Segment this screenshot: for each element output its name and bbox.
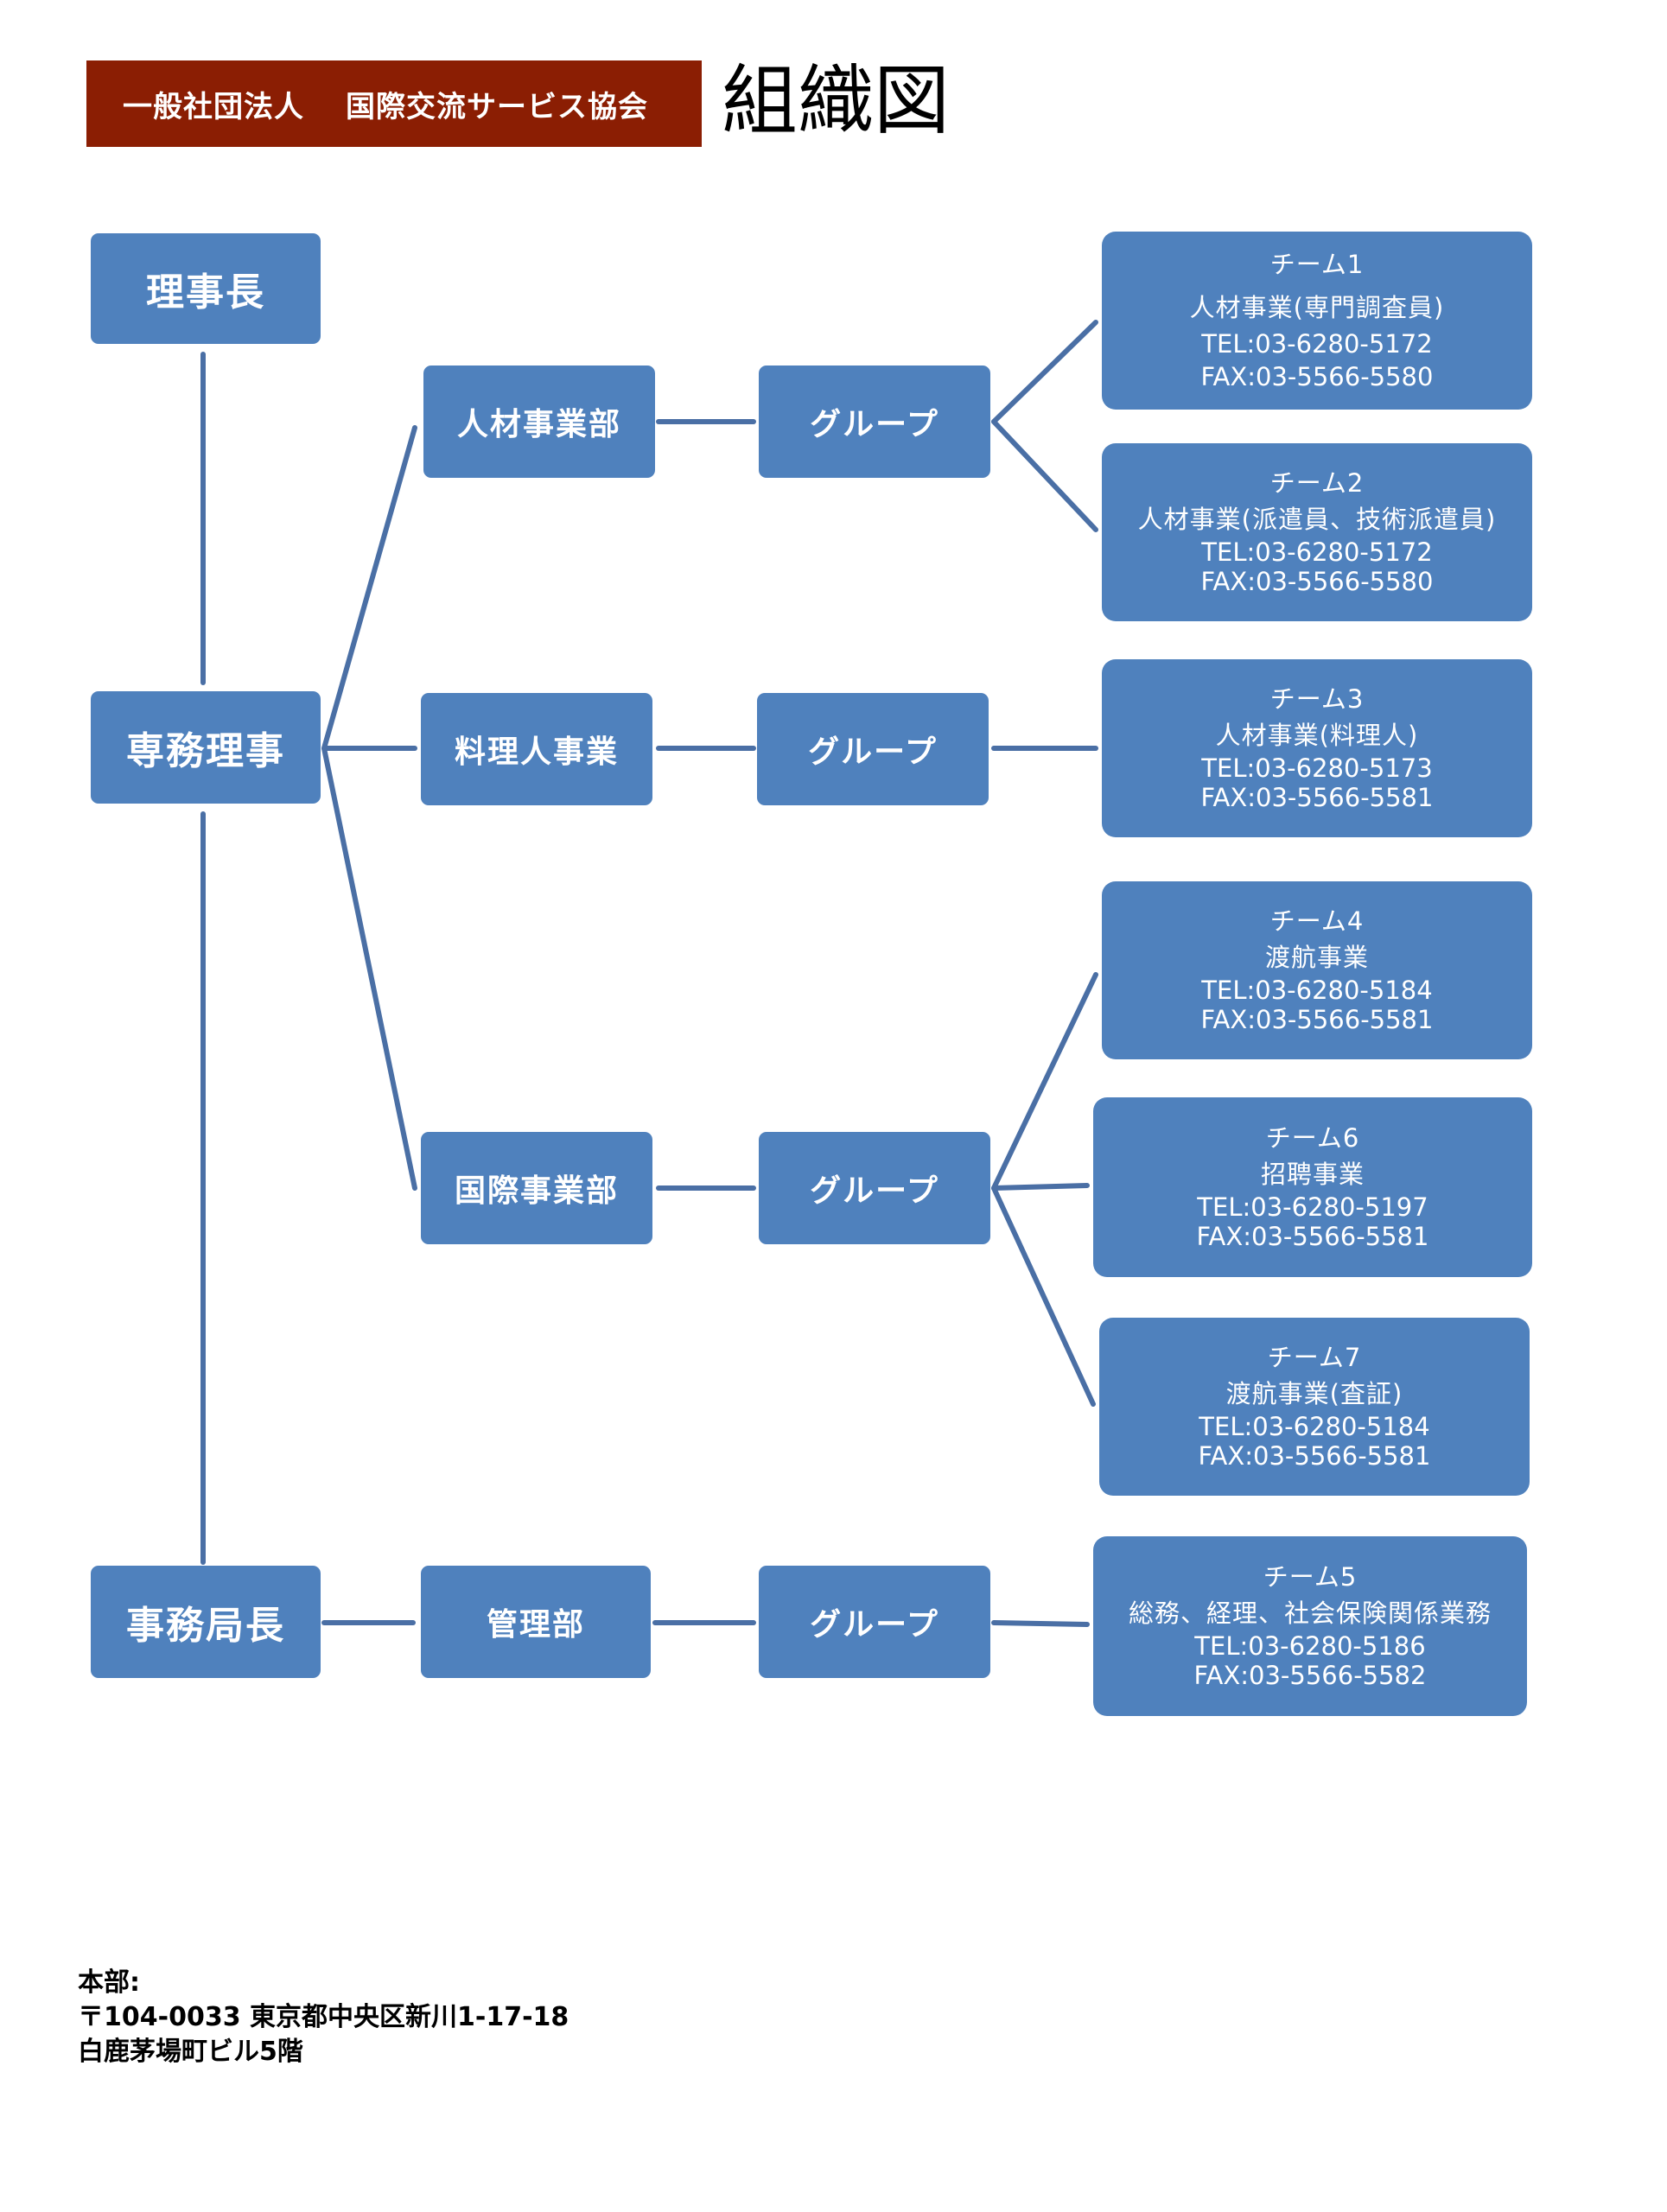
team3-fax: FAX:03-5566-5581 bbox=[1200, 783, 1434, 812]
chairman-label: 理事長 bbox=[146, 270, 265, 315]
group-cook-box: グループ bbox=[757, 693, 989, 805]
org-name: 国際交流サービス協会 bbox=[346, 89, 648, 124]
team1-dept: 人材事業(専門調査員) bbox=[1189, 293, 1445, 322]
hq-label: 本部: bbox=[78, 1967, 140, 1998]
team4-dept: 渡航事業 bbox=[1264, 943, 1369, 972]
hq-address-line1: 〒104-0033 東京都中央区新川1-17-18 bbox=[78, 2002, 569, 2032]
executive-director-box: 専務理事 bbox=[91, 691, 321, 804]
page-title: 組織図 bbox=[722, 56, 951, 145]
dept-hr-label: 人材事業部 bbox=[456, 407, 621, 442]
connector-group4-team5 bbox=[991, 1620, 1090, 1627]
connector-group3-team7 bbox=[991, 1185, 1096, 1407]
dept-intl-box: 国際事業部 bbox=[421, 1132, 652, 1244]
connector-group3-team6 bbox=[991, 1183, 1090, 1191]
team7-tel: TEL:03-6280-5184 bbox=[1199, 1412, 1430, 1441]
connector-executive-intl bbox=[321, 746, 417, 1191]
group-cook-label: グループ bbox=[808, 734, 938, 770]
team1-tel: TEL:03-6280-5172 bbox=[1201, 329, 1433, 359]
team7-fax: FAX:03-5566-5581 bbox=[1198, 1441, 1431, 1471]
group-admin-box: グループ bbox=[759, 1566, 990, 1678]
team4-box: チーム4 渡航事業 TEL:03-6280-5184 FAX:03-5566-5… bbox=[1102, 881, 1532, 1059]
team6-fax: FAX:03-5566-5581 bbox=[1196, 1222, 1429, 1251]
executive-director-label: 専務理事 bbox=[126, 729, 285, 773]
group-admin-label: グループ bbox=[810, 1607, 939, 1643]
team5-tel: TEL:03-6280-5186 bbox=[1194, 1631, 1426, 1661]
team1-name: チーム1 bbox=[1269, 250, 1365, 279]
dept-admin-box: 管理部 bbox=[421, 1566, 651, 1678]
dept-hr-box: 人材事業部 bbox=[423, 365, 655, 478]
team2-tel: TEL:03-6280-5172 bbox=[1201, 537, 1433, 567]
team1-box: チーム1 人材事業(専門調査員) TEL:03-6280-5172 FAX:03… bbox=[1102, 232, 1532, 410]
chairman-box: 理事長 bbox=[91, 233, 321, 344]
group-hr-box: グループ bbox=[759, 365, 990, 478]
team3-box: チーム3 人材事業(料理人) TEL:03-6280-5173 FAX:03-5… bbox=[1102, 659, 1532, 837]
team1-fax: FAX:03-5566-5580 bbox=[1200, 362, 1434, 391]
dept-intl-label: 国際事業部 bbox=[454, 1173, 619, 1209]
dept-cook-label: 料理人事業 bbox=[454, 734, 619, 770]
team3-dept: 人材事業(料理人) bbox=[1215, 721, 1419, 750]
team4-tel: TEL:03-6280-5184 bbox=[1201, 976, 1433, 1005]
dept-admin-label: 管理部 bbox=[486, 1607, 585, 1643]
secretary-general-label: 事務局長 bbox=[126, 1604, 285, 1648]
dept-cook-box: 料理人事業 bbox=[421, 693, 652, 805]
team3-name: チーム3 bbox=[1269, 684, 1365, 714]
team5-fax: FAX:03-5566-5582 bbox=[1193, 1661, 1427, 1690]
team4-fax: FAX:03-5566-5581 bbox=[1200, 1005, 1434, 1034]
group-intl-box: グループ bbox=[759, 1132, 990, 1244]
team3-tel: TEL:03-6280-5173 bbox=[1201, 753, 1433, 783]
hq-address: 本部: 〒104-0033 東京都中央区新川1-17-18 白鹿茅場町ビル5階 bbox=[78, 1966, 569, 2069]
hq-address-line2: 白鹿茅場町ビル5階 bbox=[78, 2037, 303, 2067]
connector-group1-team1 bbox=[991, 320, 1098, 424]
team2-box: チーム2 人材事業(派遣員、技術派遣員) TEL:03-6280-5172 FA… bbox=[1102, 443, 1532, 621]
team6-dept: 招聘事業 bbox=[1260, 1160, 1365, 1189]
org-type: 一般社団法人 bbox=[123, 89, 304, 124]
team5-name: チーム5 bbox=[1263, 1562, 1358, 1592]
team7-box: チーム7 渡航事業(査証) TEL:03-6280-5184 FAX:03-55… bbox=[1099, 1318, 1530, 1496]
team6-box: チーム6 招聘事業 TEL:03-6280-5197 FAX:03-5566-5… bbox=[1093, 1097, 1532, 1277]
team5-box: チーム5 総務、経理、社会保険関係業務 TEL:03-6280-5186 FAX… bbox=[1093, 1536, 1527, 1716]
group-intl-label: グループ bbox=[810, 1173, 939, 1209]
team6-name: チーム6 bbox=[1265, 1123, 1360, 1153]
team6-tel: TEL:03-6280-5197 bbox=[1197, 1192, 1428, 1222]
group-hr-label: グループ bbox=[810, 407, 939, 442]
connector-executive-hr bbox=[321, 425, 417, 751]
connector-group1-team2 bbox=[991, 419, 1098, 532]
team4-name: チーム4 bbox=[1269, 906, 1365, 936]
org-banner: 一般社団法人 国際交流サービス協会 bbox=[86, 60, 702, 147]
team5-dept: 総務、経理、社会保険関係業務 bbox=[1128, 1599, 1492, 1628]
team2-fax: FAX:03-5566-5580 bbox=[1200, 567, 1434, 596]
team7-name: チーム7 bbox=[1267, 1343, 1362, 1372]
team2-dept: 人材事業(派遣員、技術派遣員) bbox=[1137, 505, 1497, 534]
secretary-general-box: 事務局長 bbox=[91, 1566, 321, 1678]
connector-group3-team4 bbox=[991, 972, 1098, 1191]
team7-dept: 渡航事業(査証) bbox=[1225, 1379, 1403, 1408]
team2-name: チーム2 bbox=[1269, 468, 1365, 498]
